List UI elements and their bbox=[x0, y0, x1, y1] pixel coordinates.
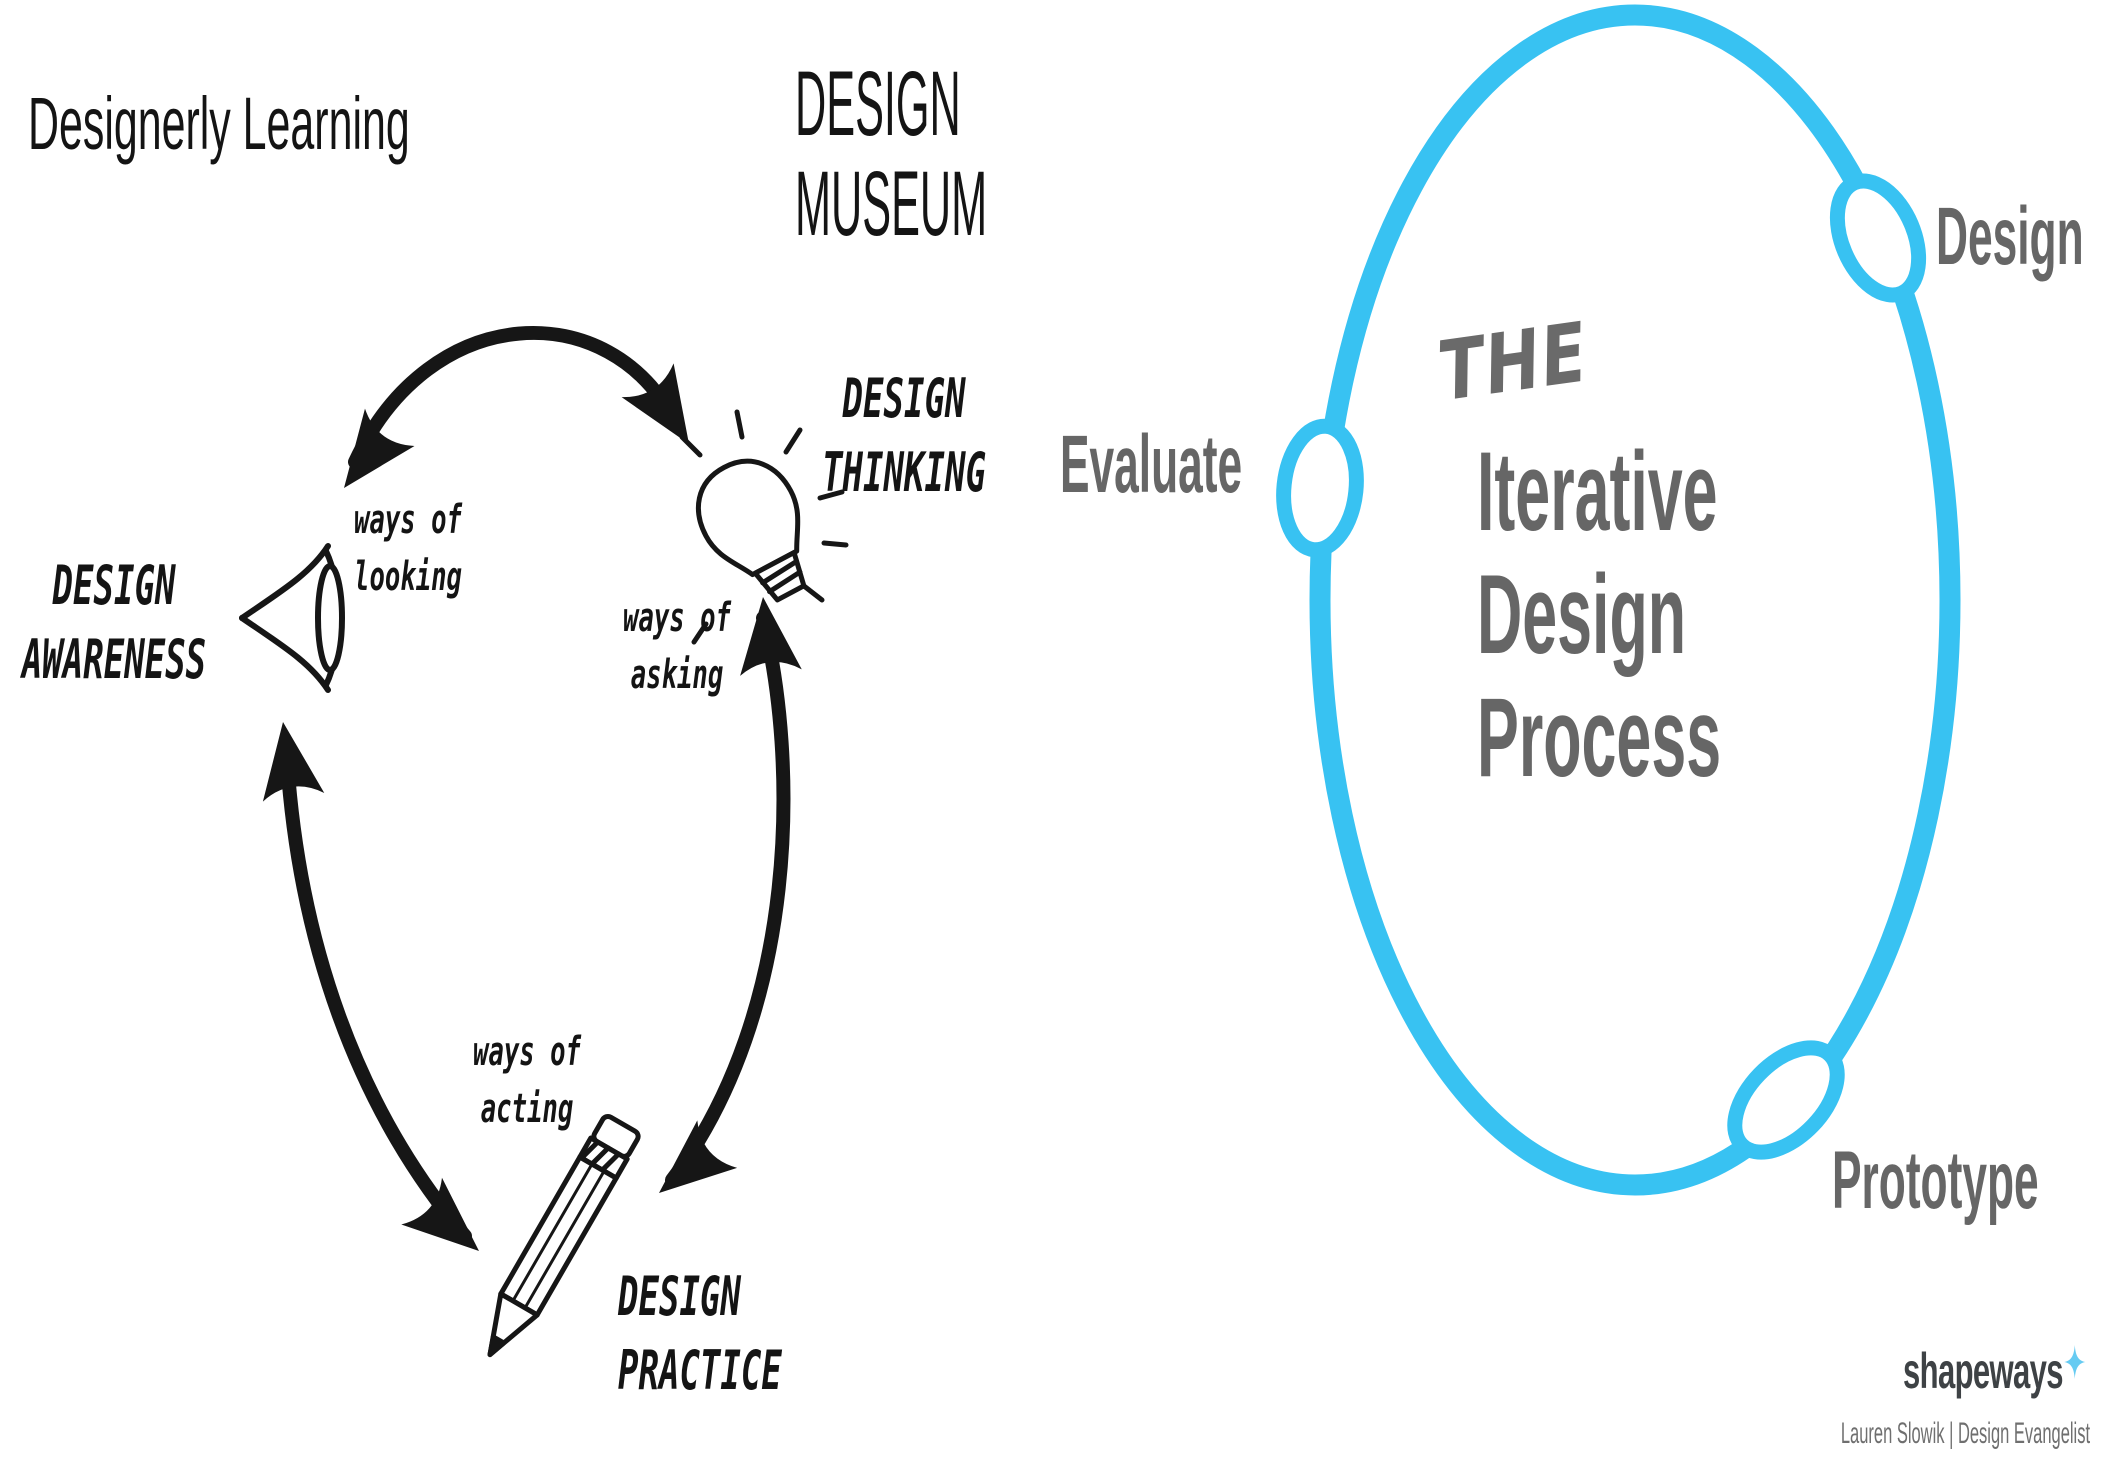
node-design-thinking: DESIGN THINKING bbox=[778, 362, 1030, 510]
author-credit: Lauren Slowik | Design Evangelist bbox=[1840, 1417, 2090, 1450]
arrow-awareness-thinking bbox=[348, 326, 682, 469]
iterative-design-cycle bbox=[1276, 4, 1961, 1196]
cycle-title-line2: Design bbox=[1477, 552, 1687, 677]
edge-ways-of-asking: ways of asking bbox=[581, 590, 773, 704]
ways-of-acting-line1: ways of bbox=[473, 1029, 581, 1075]
design-awareness-line2: AWARENESS bbox=[21, 628, 207, 691]
shapeways-logo: shapeways bbox=[1903, 1342, 2086, 1400]
lightbulb-rays bbox=[679, 409, 849, 655]
node-label-prototype: Prototype bbox=[1832, 1135, 2039, 1226]
designerly-learning-cycle bbox=[239, 326, 849, 1358]
ways-of-asking-line2: asking bbox=[630, 652, 724, 698]
node-design-awareness: DESIGN AWARENESS bbox=[0, 549, 240, 697]
design-awareness-line1: DESIGN bbox=[52, 554, 176, 617]
node-evaluate-ring bbox=[1276, 418, 1364, 558]
lightbulb-icon bbox=[679, 409, 849, 655]
ways-of-looking-line1: ways of bbox=[354, 497, 462, 543]
page-title: Designerly Learning bbox=[28, 82, 410, 165]
cycle-title: Iterative Design Process bbox=[1477, 430, 1721, 799]
design-thinking-line2: THINKING bbox=[822, 441, 986, 504]
node-design-practice: DESIGN PRACTICE bbox=[618, 1260, 870, 1408]
design-practice-line1: DESIGN bbox=[618, 1265, 741, 1328]
shapeways-wordmark: shapeways bbox=[1903, 1343, 2064, 1399]
node-label-design: Design bbox=[1936, 191, 2084, 282]
design-practice-line2: PRACTICE bbox=[618, 1339, 782, 1402]
edge-ways-of-acting: ways of acting bbox=[431, 1024, 623, 1138]
sparkle-star-icon bbox=[2064, 1345, 2086, 1379]
design-thinking-line1: DESIGN bbox=[842, 367, 966, 430]
pencil-icon bbox=[487, 1113, 641, 1358]
node-label-evaluate: Evaluate bbox=[1060, 419, 1243, 510]
design-museum-line2: MUSEUM bbox=[795, 153, 988, 255]
cycle-ring bbox=[1309, 4, 1961, 1196]
node-prototype-ring bbox=[1727, 1040, 1845, 1160]
ways-of-looking-line2: looking bbox=[354, 554, 462, 600]
eye-icon bbox=[239, 543, 345, 693]
edge-ways-of-looking: ways of looking bbox=[312, 492, 504, 606]
cycle-title-line3: Process bbox=[1477, 675, 1722, 800]
cycle-title-line1: Iterative bbox=[1477, 429, 1718, 554]
arrow-awareness-practice bbox=[279, 735, 472, 1243]
arrowhead-downleft-to-practice bbox=[639, 1120, 738, 1217]
arrow-thinking-practice bbox=[665, 611, 791, 1187]
ways-of-asking-line1: ways of bbox=[623, 595, 731, 641]
ways-of-acting-line2: acting bbox=[480, 1086, 574, 1132]
design-museum-logo: DESIGN MUSEUM bbox=[795, 54, 987, 254]
node-design-ring bbox=[1829, 173, 1927, 303]
arrowhead-down-to-practice bbox=[401, 1177, 500, 1275]
design-museum-line1: DESIGN bbox=[795, 53, 961, 155]
